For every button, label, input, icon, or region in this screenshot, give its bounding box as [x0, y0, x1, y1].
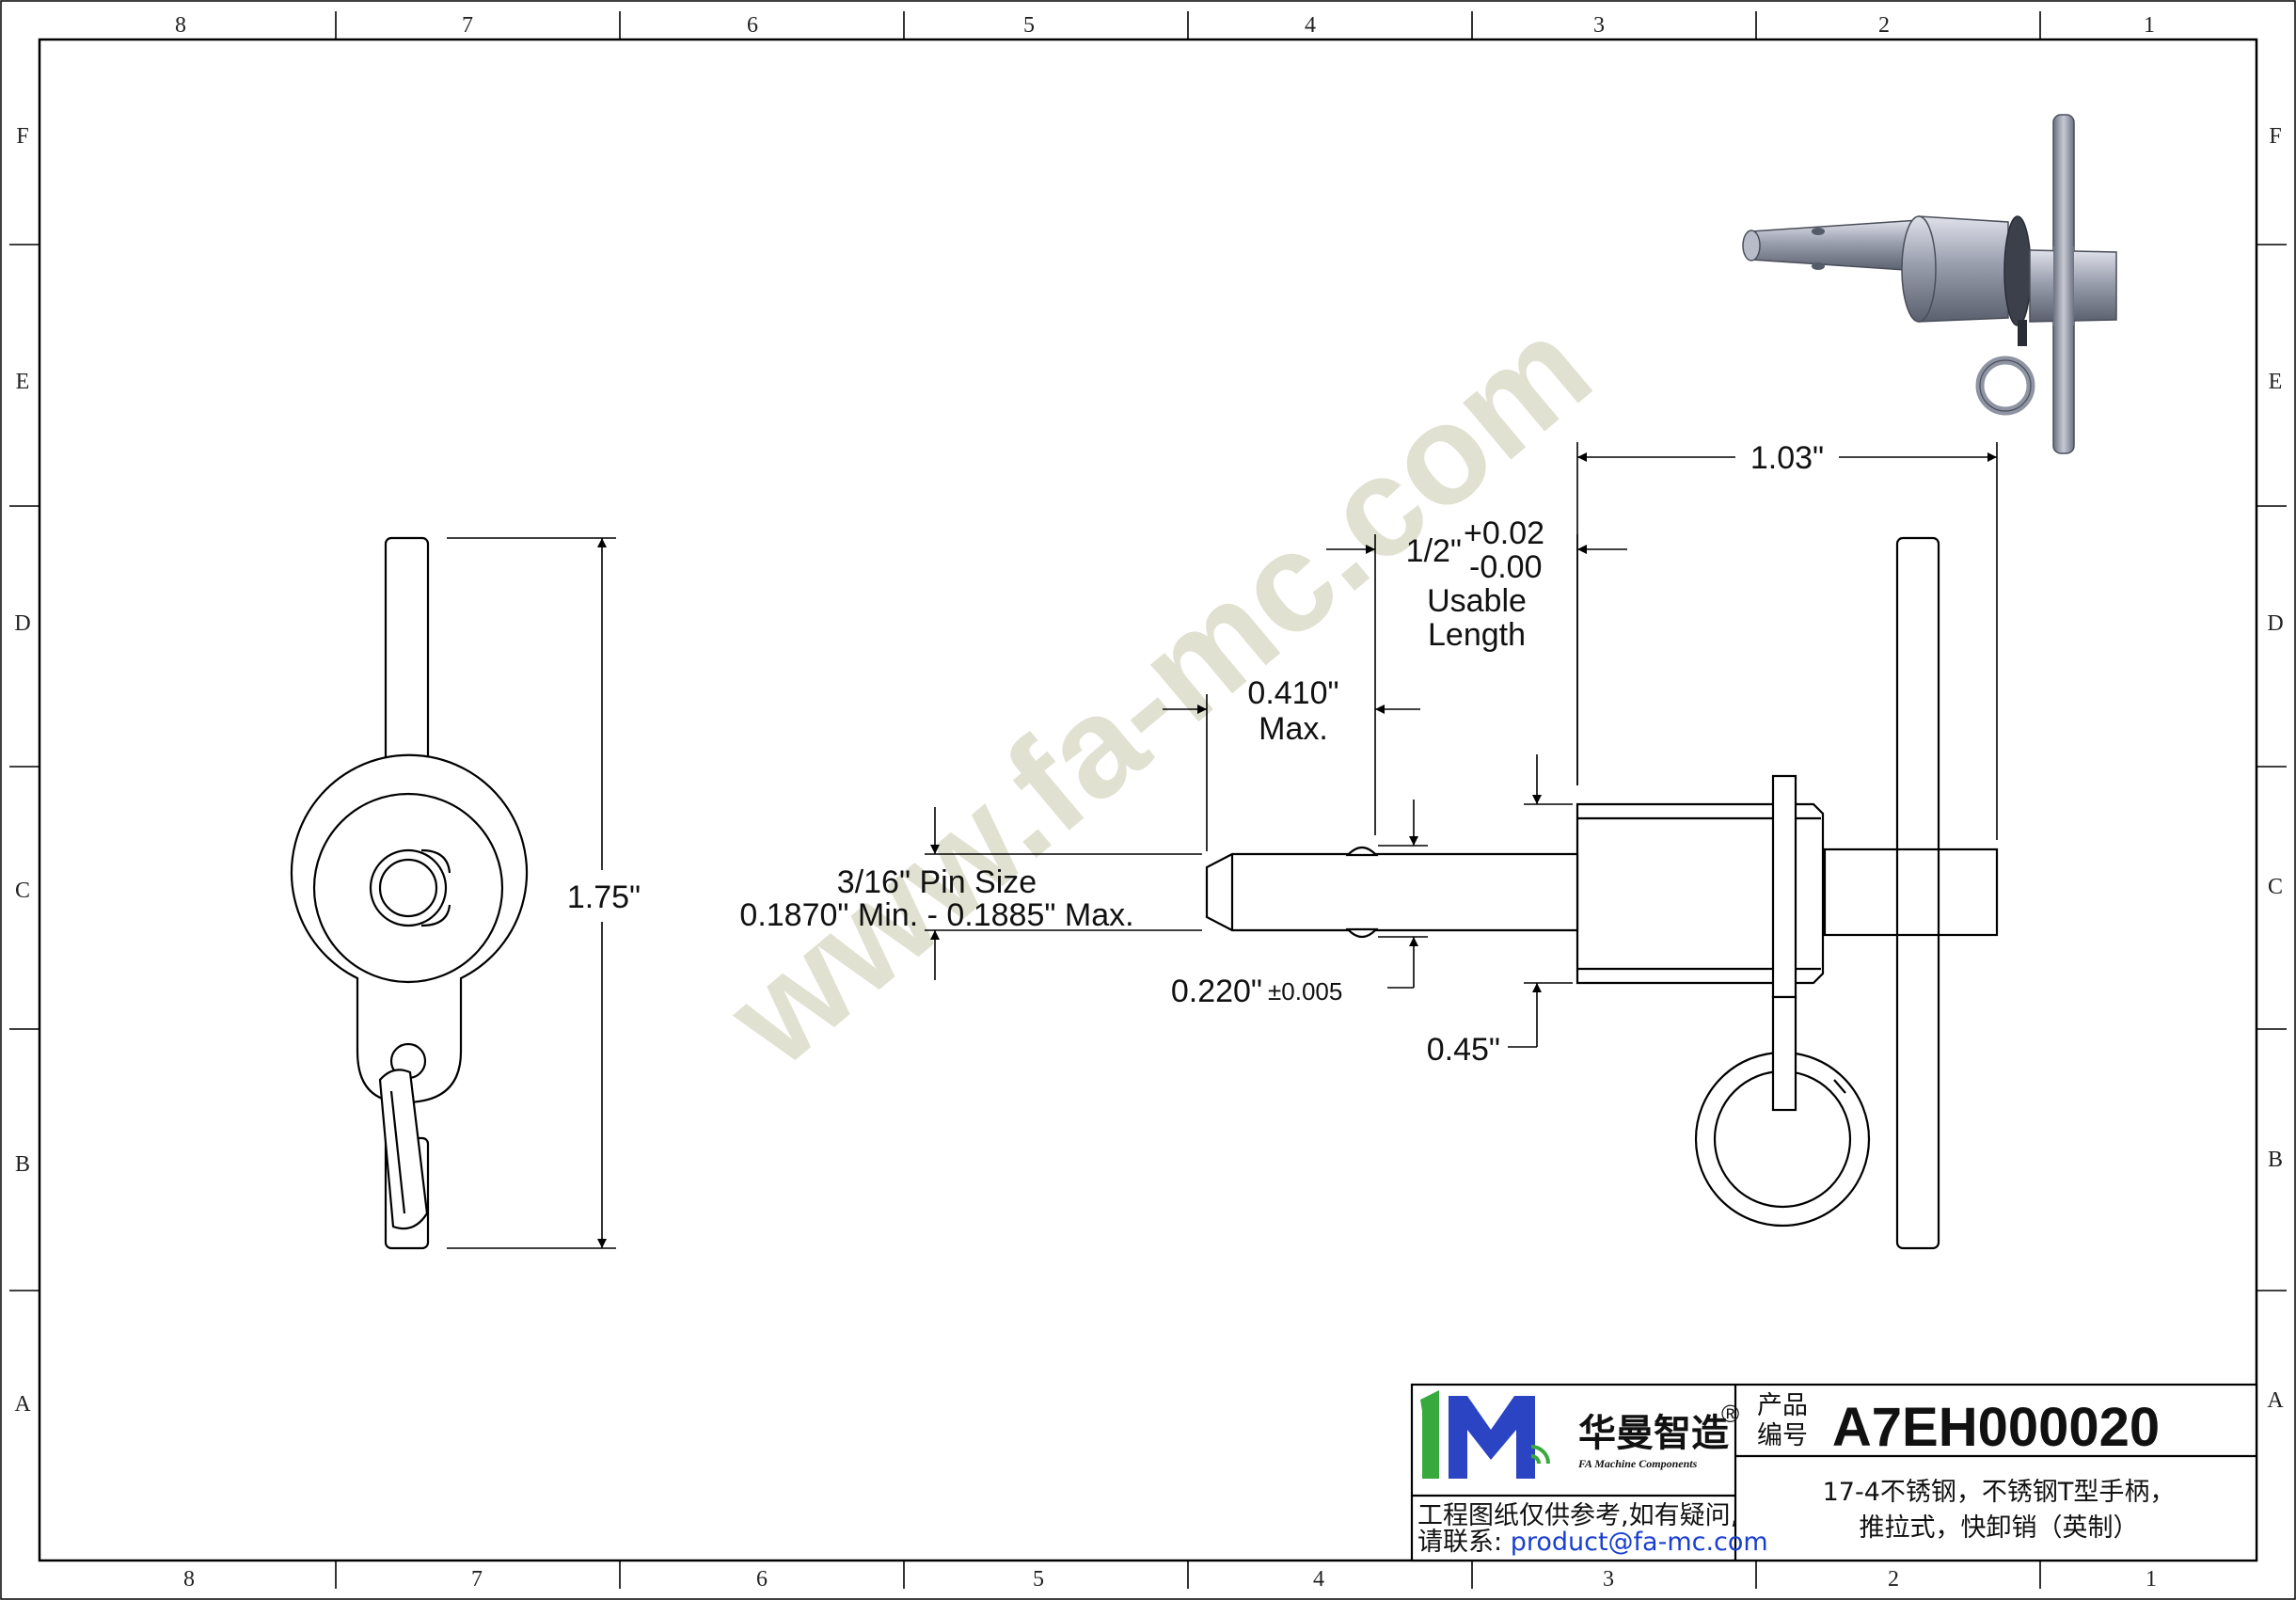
zone-ticks: [9, 11, 2287, 1589]
col-label-bottom-4: 4: [1313, 1567, 1324, 1592]
reference-note-line-2: 请联系: product@fa-mc.com: [1417, 1528, 1768, 1557]
dim-0-45-label: 0.45": [1427, 1032, 1500, 1068]
row-label-left-E: E: [16, 370, 30, 394]
dim-ball-diameter-tol: ±0.005: [1268, 977, 1342, 1006]
dim-pin-size-label: 3/16" Pin Size: [837, 864, 1037, 900]
col-label-top-5: 5: [1023, 13, 1035, 38]
side-view-pin: [1205, 852, 1579, 932]
end-view-hex-flats: [420, 848, 451, 927]
product-label-line-2: 编号: [1757, 1421, 1808, 1450]
contact-label: 请联系:: [1417, 1528, 1511, 1557]
dim-overall-height-label: 1.75": [567, 879, 641, 915]
product-description-line-2: 推拉式，快卸销（英制）: [1860, 1513, 2139, 1543]
side-view-ball-top: [1345, 846, 1379, 857]
end-view-collar: [312, 792, 504, 984]
row-label-right-D: D: [2267, 611, 2283, 636]
title-block: [1410, 1383, 2258, 1562]
dim-0-45: [1508, 754, 1573, 1048]
dim-pin-size: [925, 807, 1202, 980]
row-label-left-C: C: [15, 879, 30, 903]
row-label-right-C: C: [2268, 875, 2283, 899]
logo-chinese-name: 华曼智造: [1578, 1412, 1729, 1455]
col-label-top-6: 6: [747, 13, 758, 38]
end-view-ring-inner: [389, 1090, 406, 1214]
end-view: [290, 536, 529, 1250]
logo-english-name: FA Machine Components: [1577, 1457, 1698, 1470]
side-view-collar: [1576, 802, 1825, 985]
col-label-bottom-3: 3: [1603, 1567, 1614, 1592]
row-label-left-D: D: [14, 611, 30, 636]
col-label-top-4: 4: [1305, 13, 1316, 38]
isometric-view: [1742, 114, 2117, 454]
row-label-right-B: B: [2268, 1148, 2283, 1172]
side-view-ball-bottom: [1345, 927, 1379, 939]
dim-usable-minus: -0.00: [1469, 549, 1543, 585]
col-label-top-3: 3: [1593, 13, 1605, 38]
side-view-flange: [1771, 774, 1797, 999]
dim-ball-diameter: [1378, 800, 1428, 989]
side-view: [1205, 536, 1999, 1250]
dim-1-03-label: 1.03": [1750, 440, 1824, 476]
col-label-top-2: 2: [1878, 13, 1890, 38]
logo-registered-mark: ®: [1721, 1400, 1739, 1428]
side-view-ring-tab: [1771, 995, 1797, 1112]
dim-usable-label-1: Usable: [1427, 583, 1527, 619]
row-label-left-B: B: [15, 1152, 30, 1177]
dim-ball-diameter-main: 0.220": [1171, 974, 1262, 1009]
dim-pin-size-range: 0.1870" Min. - 0.1885" Max.: [739, 897, 1133, 933]
row-label-left-F: F: [16, 124, 28, 149]
dim-usable-plus: +0.02: [1464, 515, 1544, 551]
reference-note-line-1: 工程图纸仅供参考,如有疑问,: [1417, 1501, 1738, 1530]
contact-email-link[interactable]: product@fa-mc.com: [1511, 1528, 1768, 1557]
end-view-shaft-inner: [378, 858, 438, 918]
end-view-ring: [378, 1069, 429, 1230]
end-view-body: [290, 753, 529, 1104]
col-label-bottom-7: 7: [471, 1567, 483, 1592]
col-label-bottom-5: 5: [1033, 1567, 1044, 1592]
iso-flange: [2003, 215, 2032, 326]
dim-usable-length: [1326, 534, 1627, 835]
drawing-frame: [38, 38, 2258, 1562]
product-description-line-1: 17-4不锈钢，不锈钢T型手柄，: [1823, 1478, 2176, 1507]
col-label-bottom-6: 6: [756, 1567, 768, 1592]
dim-usable-main: 1/2": [1406, 533, 1462, 569]
product-label-line-1: 产品: [1757, 1391, 1808, 1420]
iso-pin: [1746, 219, 1920, 272]
dim-0-410-label: 0.410": [1247, 675, 1338, 711]
col-label-top-8: 8: [175, 13, 186, 38]
row-label-left-A: A: [14, 1392, 31, 1417]
dim-overall-height: [447, 537, 616, 1249]
col-label-bottom-1: 1: [2146, 1567, 2157, 1592]
col-label-bottom-2: 2: [1888, 1567, 1899, 1592]
dim-0-410: [1163, 694, 1420, 851]
col-label-top-7: 7: [462, 13, 473, 38]
end-view-shaft-outer: [369, 848, 448, 927]
watermark: www.fa-mc.com: [698, 287, 1619, 1096]
dim-usable-label-2: Length: [1428, 617, 1526, 653]
row-label-right-F: F: [2269, 124, 2281, 149]
row-label-right-E: E: [2269, 370, 2283, 394]
col-label-bottom-8: 8: [183, 1567, 195, 1592]
company-logo: [1420, 1390, 1550, 1479]
col-label-top-1: 1: [2144, 13, 2155, 38]
product-code: A7EH000020: [1832, 1397, 2160, 1458]
dim-0-410-max: Max.: [1259, 711, 1328, 747]
row-label-right-A: A: [2267, 1388, 2284, 1413]
